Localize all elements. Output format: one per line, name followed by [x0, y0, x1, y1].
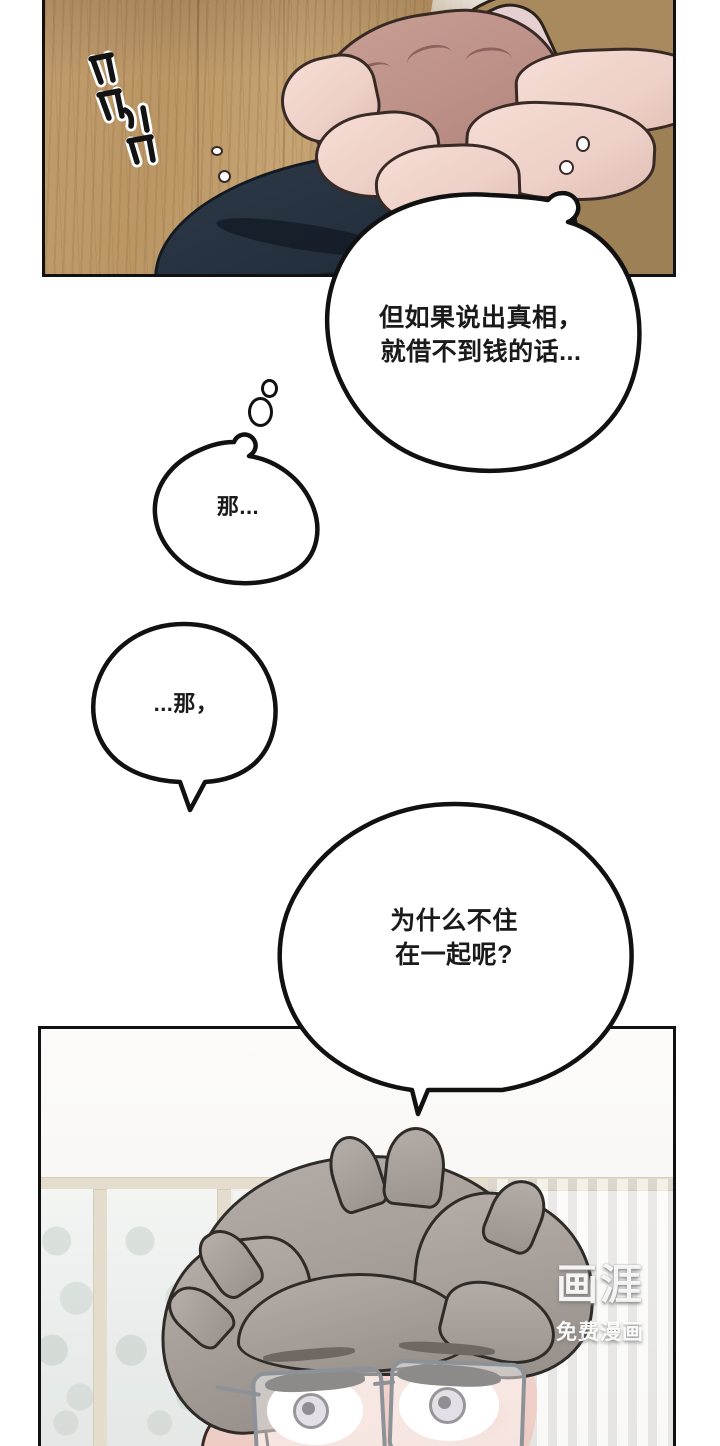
bubble-1-shape	[324, 190, 642, 474]
frosted-glass-pane	[41, 1189, 93, 1446]
speech-bubble-3: ...那，	[88, 618, 284, 818]
knuckle-crease	[464, 45, 513, 75]
panel-clasped-hands	[42, 0, 676, 277]
thought-dot-large	[248, 397, 273, 427]
character-head	[141, 1124, 603, 1446]
nervous-scratch-marks-icon	[87, 50, 159, 168]
speech-bubble-4: 为什么不住 在一起呢?	[268, 798, 640, 1118]
wood-seam	[197, 0, 199, 274]
sweat-dot	[218, 170, 231, 183]
sweat-dot	[211, 146, 223, 156]
knuckle-crease	[404, 40, 456, 76]
bubble-2-shape	[152, 432, 320, 586]
pupil-left	[302, 1402, 315, 1415]
speech-bubble-2: 那...	[148, 430, 328, 586]
pupil-right	[438, 1396, 451, 1409]
eyeglass-lens-left	[250, 1365, 388, 1446]
panel-shocked-face	[38, 1026, 676, 1446]
eyeglass-lens-right	[387, 1358, 527, 1446]
thought-dot-small	[261, 379, 278, 398]
bubble-4-shape	[277, 801, 634, 1117]
speech-bubble-1: 但如果说出真相， 就借不到钱的话...	[316, 186, 646, 476]
bubble-3-shape	[91, 621, 278, 813]
sweat-dot	[559, 160, 574, 175]
sweat-dot	[576, 136, 590, 152]
wood-seam	[283, 0, 285, 274]
